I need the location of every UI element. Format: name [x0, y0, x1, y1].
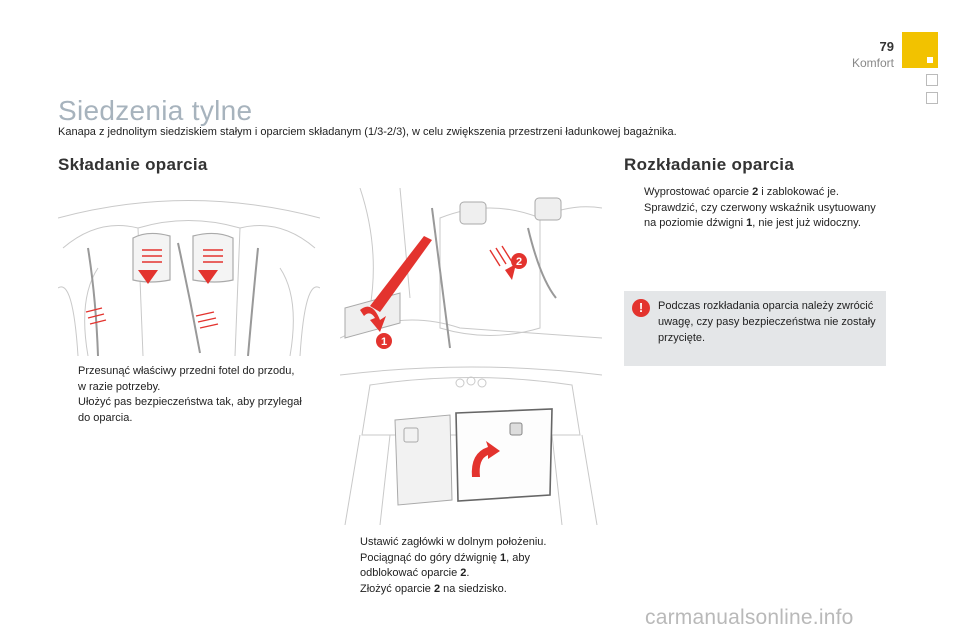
backrest-release-lever-illustration: 2 1: [340, 188, 602, 349]
list-item: Ustawić zagłówki w dolnym położeniu.: [360, 536, 547, 548]
headrest-stored-icon: [509, 422, 523, 436]
step-text: Ułożyć pas bezpieczeństwa tak, aby przyl…: [78, 396, 302, 424]
section-tab-active[interactable]: [902, 32, 938, 68]
folding-steps-list: Przesunąć właściwy przedni fotel do przo…: [58, 364, 303, 426]
section-name: Komfort: [851, 56, 894, 70]
illustration-lever: 2 1: [340, 188, 602, 356]
list-item: Ułożyć pas bezpieczeństwa tak, aby przyl…: [58, 395, 303, 426]
page-title: Siedzenia tylne: [58, 95, 253, 126]
warning-text: Podczas rozkładania oparcia należy zwróc…: [658, 300, 876, 344]
rear-seat-headrests-illustration: [58, 200, 320, 356]
callout-1-label: 1: [381, 336, 387, 348]
list-item: Sprawdzić, czy czerwony wskaźnik usytuow…: [644, 201, 876, 230]
unfolding-steps-list: Wyprostować oparcie 2 i zablokować je. S…: [624, 185, 888, 232]
warning-box: Podczas rozkładania oparcia należy zwróc…: [624, 291, 886, 366]
watermark: carmanualsonline.info: [645, 606, 854, 629]
section-tab[interactable]: [926, 74, 938, 86]
list-item: Przesunąć właściwy przedni fotel do przo…: [58, 364, 303, 395]
release-steps-list: Ustawić zagłówki w dolnym położeniu. Poc…: [340, 535, 602, 597]
warning-icon: [632, 299, 650, 317]
callout-1-icon: [376, 333, 392, 349]
list-item: Złożyć oparcie 2 na siedzisko.: [360, 582, 507, 595]
folding-heading: Składanie oparcia: [58, 155, 208, 174]
folded-backrest-illustration: [340, 366, 602, 525]
unfolding-heading: Rozkładanie oparcia: [624, 155, 795, 174]
page-number: 79: [879, 39, 894, 54]
step-text: Przesunąć właściwy przedni fotel do przo…: [78, 365, 295, 393]
list-item: Wyprostować oparcie 2 i zablokować je.: [644, 186, 839, 198]
section-tab[interactable]: [926, 92, 938, 104]
callout-2-label: 2: [516, 256, 522, 268]
illustration-headrests: [58, 188, 320, 356]
callout-2-icon: [511, 253, 527, 269]
illustration-folded-seat: [340, 365, 602, 525]
page-subtitle: Kanapa z jednolitym siedziskiem stałym i…: [58, 126, 677, 138]
tab-marker-icon: [927, 57, 933, 63]
